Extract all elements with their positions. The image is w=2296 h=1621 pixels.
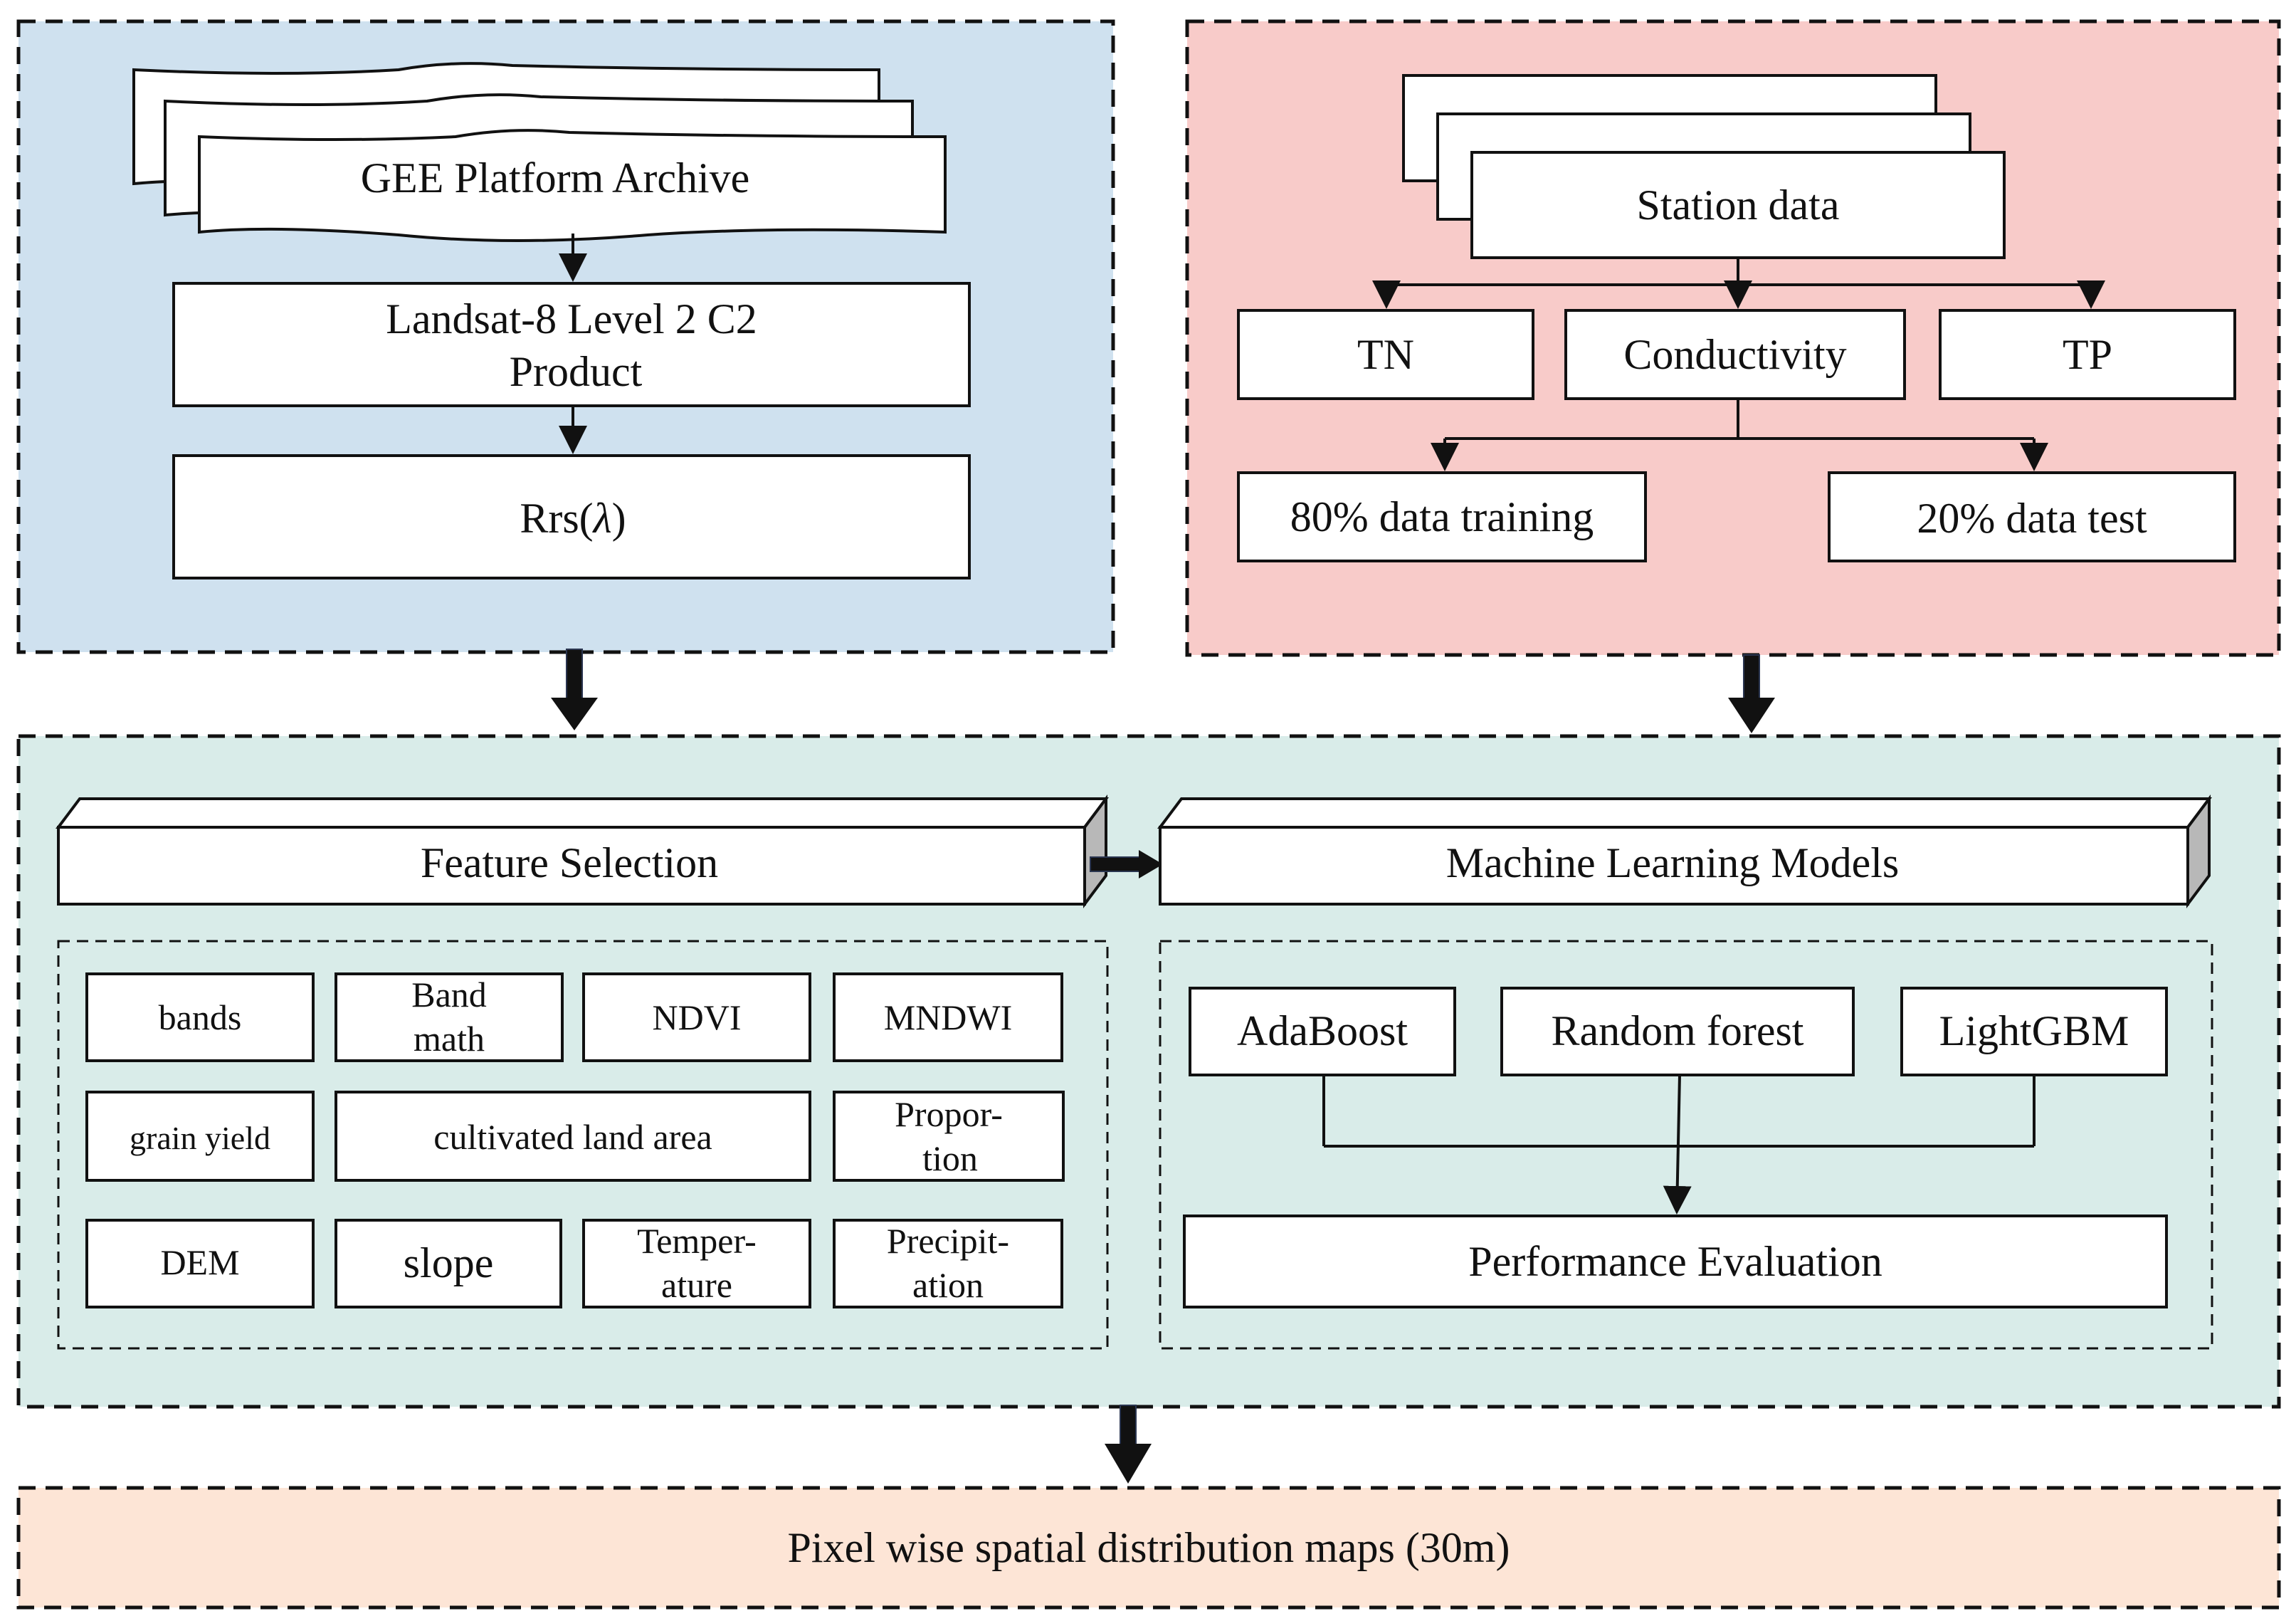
feature-selection-title: Feature Selection <box>421 839 718 886</box>
ml-models-top-bevel <box>1157 797 2212 829</box>
archive-document-stack: GEE Platform Archive <box>132 62 947 242</box>
feature-box-band-math <box>335 972 564 1062</box>
feature-label-ndvi: NDVI <box>653 997 742 1037</box>
performance-evaluation-label: Performance Evaluation <box>1468 1238 1882 1285</box>
feature-box-bands <box>85 972 315 1062</box>
feature-label-temperature-line1: Temper- <box>637 1221 757 1261</box>
feature-box-mndwi <box>833 972 1063 1062</box>
model-label-adaboost: AdaBoost <box>1237 1007 1408 1054</box>
feature-box-grain-yield <box>85 1091 315 1182</box>
feature-label-cultivated-land-area: cultivated land area <box>433 1117 712 1157</box>
ml-models-title: Machine Learning Models <box>1446 839 1899 886</box>
feature-label-band-math-line2: math <box>414 1019 485 1059</box>
arrow-station-to-modeling <box>1728 654 1775 733</box>
feature-box-precipitation <box>833 1219 1063 1308</box>
model-label-lightgbm: LightGBM <box>1939 1007 2129 1054</box>
split-connector <box>1431 399 2048 471</box>
feature-label-proportion-line1: Propor- <box>895 1094 1003 1134</box>
station-title: Station data <box>1637 182 1840 229</box>
feature-label-precipitation-line2: ation <box>912 1265 984 1305</box>
feature-label-mndwi: MNDWI <box>884 997 1013 1037</box>
feature-label-dem: DEM <box>160 1242 239 1282</box>
output-panel-bg <box>16 1486 2281 1610</box>
param-box-tn <box>1237 309 1534 400</box>
feature-box-ndvi <box>582 972 811 1062</box>
modeling-panel: Feature Selection Machine Learning Model… <box>16 734 2281 1409</box>
rrs-label: Rrs(λ) <box>520 495 626 542</box>
models-merge-connector <box>1322 1074 2036 1215</box>
feature-grid-container <box>57 940 1109 1350</box>
rrs-label-suffix: ) <box>612 495 626 542</box>
feature-selection-face <box>57 826 1086 906</box>
feature-box-dem <box>85 1219 315 1308</box>
feature-label-grain-yield: grain yield <box>130 1120 270 1156</box>
ml-models-face <box>1159 826 2189 906</box>
feature-label-slope: slope <box>404 1239 494 1286</box>
split-label-training: 80% data training <box>1290 493 1594 540</box>
param-box-tp <box>1939 309 2236 400</box>
performance-evaluation-box <box>1183 1215 2168 1308</box>
feature-selection-top-bevel <box>56 797 1109 829</box>
product-label-line2: Product <box>510 348 643 395</box>
arrow-feature-to-ml <box>1090 850 1163 878</box>
rrs-box <box>172 454 971 579</box>
station-document-stack: Station data <box>1402 74 2006 259</box>
output-panel: Pixel wise spatial distribution maps (30… <box>16 1486 2281 1610</box>
feature-label-precipitation-line1: Precipit- <box>887 1221 1009 1261</box>
station-doc-front <box>1470 151 2006 259</box>
ml-models-header: Machine Learning Models <box>1157 794 2212 908</box>
acquisition-panel: GEE Platform Archive Landsat-8 Level 2 C… <box>16 19 1115 654</box>
feature-box-temperature <box>582 1219 811 1308</box>
split-box-test <box>1828 471 2236 562</box>
arrow-acquisition-to-modeling <box>551 649 598 730</box>
feature-label-band-math-line1: Band <box>411 975 487 1014</box>
param-box-conductivity <box>1564 309 1906 400</box>
product-label-line1: Landsat-8 Level 2 C2 <box>386 295 757 342</box>
feature-box-proportion <box>833 1091 1065 1182</box>
feature-box-cultivated-land-area <box>335 1091 811 1182</box>
station-branch-connector <box>1372 258 2105 309</box>
feature-selection-header: Feature Selection <box>56 794 1109 908</box>
rrs-lambda-symbol: λ <box>592 495 612 542</box>
feature-label-temperature-line2: ature <box>661 1265 732 1305</box>
split-box-training <box>1237 471 1647 562</box>
ml-models-container <box>1159 940 2213 1350</box>
feature-label-bands: bands <box>159 997 242 1037</box>
feature-label-proportion-line2: tion <box>922 1138 978 1178</box>
model-box-lightgbm <box>1900 987 2168 1076</box>
archive-doc-front <box>198 129 947 242</box>
archive-label: GEE Platform Archive <box>361 154 750 201</box>
param-label-tn: TN <box>1357 331 1414 378</box>
param-label-tp: TP <box>2063 331 2112 378</box>
split-label-test: 20% data test <box>1917 495 2147 542</box>
feature-box-slope <box>335 1219 562 1308</box>
param-label-conductivity: Conductivity <box>1623 331 1846 378</box>
model-label-random-forest: Random forest <box>1552 1007 1804 1054</box>
arrow-modeling-to-output <box>1105 1405 1152 1484</box>
output-label: Pixel wise spatial distribution maps (30… <box>788 1524 1510 1571</box>
station-panel: Station data TN Conductivity TP 80% data… <box>1185 19 2281 657</box>
rrs-label-prefix: Rrs( <box>520 495 593 542</box>
model-box-random-forest <box>1500 987 1855 1076</box>
product-box <box>172 282 971 407</box>
